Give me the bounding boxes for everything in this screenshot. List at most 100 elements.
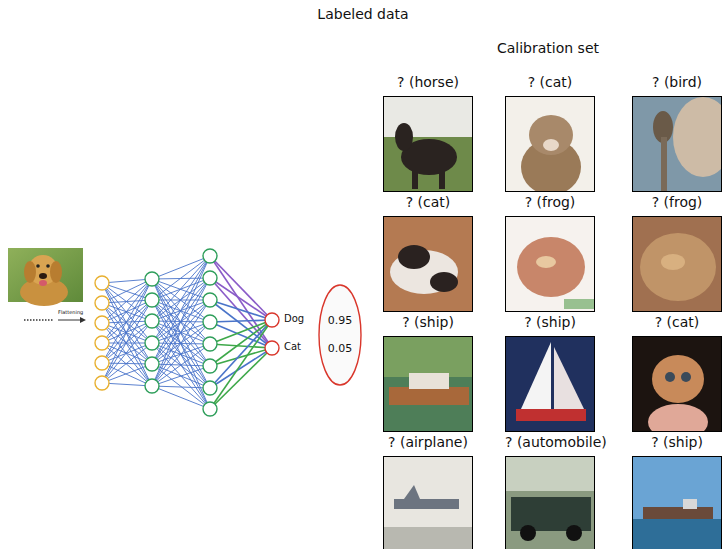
photo-illustration <box>633 457 722 549</box>
network-wire <box>210 348 272 409</box>
calibration-tile: ? (ship) <box>632 434 722 549</box>
photo-illustration <box>633 337 722 432</box>
photo-illustration <box>506 217 595 312</box>
neuron <box>203 337 217 351</box>
calibration-tile: ? (bird) <box>632 74 722 192</box>
probability-value: 0.95 <box>318 314 362 327</box>
neuron <box>145 314 159 328</box>
network-wire <box>152 300 210 388</box>
photo-illustration <box>506 457 595 549</box>
neuron <box>95 336 109 350</box>
tile-title: ? (bird) <box>632 74 722 90</box>
neuron <box>203 271 217 285</box>
network-neurons <box>95 249 279 416</box>
network-wire <box>152 321 210 409</box>
photo-illustration <box>633 217 722 312</box>
network-wire <box>102 279 152 383</box>
network-wire <box>210 300 272 320</box>
tile-title: ? (ship) <box>632 434 722 450</box>
network-wire <box>152 322 210 386</box>
network-wire <box>152 386 210 409</box>
tile-photo <box>383 336 473 432</box>
calibration-tile: ? (horse) <box>383 74 473 192</box>
neuron <box>145 357 159 371</box>
network-wire <box>152 300 210 386</box>
calibration-tile: ? (cat) <box>632 314 722 432</box>
tile-title: ? (ship) <box>505 314 595 330</box>
neuron <box>145 293 159 307</box>
tile-title: ? (frog) <box>505 194 595 210</box>
neuron <box>203 315 217 329</box>
tile-photo <box>383 456 473 549</box>
probability-ellipse: 0.95 0.05 <box>318 284 362 386</box>
neuron <box>265 341 279 355</box>
flatten-dots <box>24 319 54 320</box>
tile-title: ? (cat) <box>632 314 722 330</box>
probability-value: 0.05 <box>318 342 362 355</box>
tile-photo <box>383 216 473 312</box>
tile-title: ? (horse) <box>383 74 473 90</box>
neuron <box>203 381 217 395</box>
tile-title: ? (automobile) <box>505 434 595 450</box>
network-wire <box>210 344 272 348</box>
network-wire <box>102 343 152 363</box>
tile-photo <box>383 96 473 192</box>
tile-title: ? (airplane) <box>383 434 473 450</box>
neuron <box>95 356 109 370</box>
neuron <box>203 293 217 307</box>
network-wire <box>210 320 272 322</box>
network-wire <box>102 364 152 383</box>
network-wire <box>152 279 210 409</box>
network-wire <box>152 366 210 386</box>
photo-illustration <box>384 97 473 192</box>
photo-illustration <box>506 97 595 192</box>
network-wire <box>210 320 272 366</box>
calibration-tile: ? (automobile) <box>505 434 595 549</box>
class-label: Dog <box>284 313 304 324</box>
network-wire <box>210 322 272 348</box>
network-wire <box>152 386 210 388</box>
photo-illustration <box>384 217 473 312</box>
neuron <box>203 402 217 416</box>
photo-illustration <box>384 457 473 549</box>
network-wire <box>152 344 210 386</box>
tile-photo <box>505 216 595 312</box>
network-wire <box>102 279 152 343</box>
network-wire <box>152 256 210 386</box>
calibration-tile: ? (cat) <box>505 74 595 192</box>
calibration-tile: ? (ship) <box>383 314 473 432</box>
network-wire <box>152 279 210 388</box>
network-wire <box>210 320 272 409</box>
tile-photo <box>505 336 595 432</box>
flatten-label: Flattening <box>58 309 83 315</box>
neuron <box>265 313 279 327</box>
tile-title: ? (ship) <box>383 314 473 330</box>
flatten-arrow <box>58 320 82 321</box>
tile-title: ? (cat) <box>505 74 595 90</box>
tile-photo <box>505 96 595 192</box>
network-wire <box>152 256 210 321</box>
tile-photo <box>632 456 722 549</box>
network-wire <box>152 256 210 364</box>
neuron <box>145 272 159 286</box>
neuron <box>95 376 109 390</box>
tile-title: ? (frog) <box>632 194 722 210</box>
network-wire <box>152 278 210 386</box>
photo-illustration <box>506 337 595 432</box>
neuron <box>203 359 217 373</box>
neuron <box>203 249 217 263</box>
tile-photo <box>632 96 722 192</box>
flatten-arrowhead <box>80 317 86 323</box>
network-wire <box>152 279 210 300</box>
dog-photo <box>8 248 83 306</box>
calibration-tile: ? (airplane) <box>383 434 473 549</box>
neuron <box>95 296 109 310</box>
network-wire <box>102 321 152 383</box>
tile-photo <box>632 336 722 432</box>
neuron <box>145 336 159 350</box>
tile-photo <box>505 456 595 549</box>
neuron <box>95 316 109 330</box>
photo-illustration <box>633 97 722 192</box>
network-wire <box>210 300 272 348</box>
calibration-tile: ? (cat) <box>383 194 473 312</box>
